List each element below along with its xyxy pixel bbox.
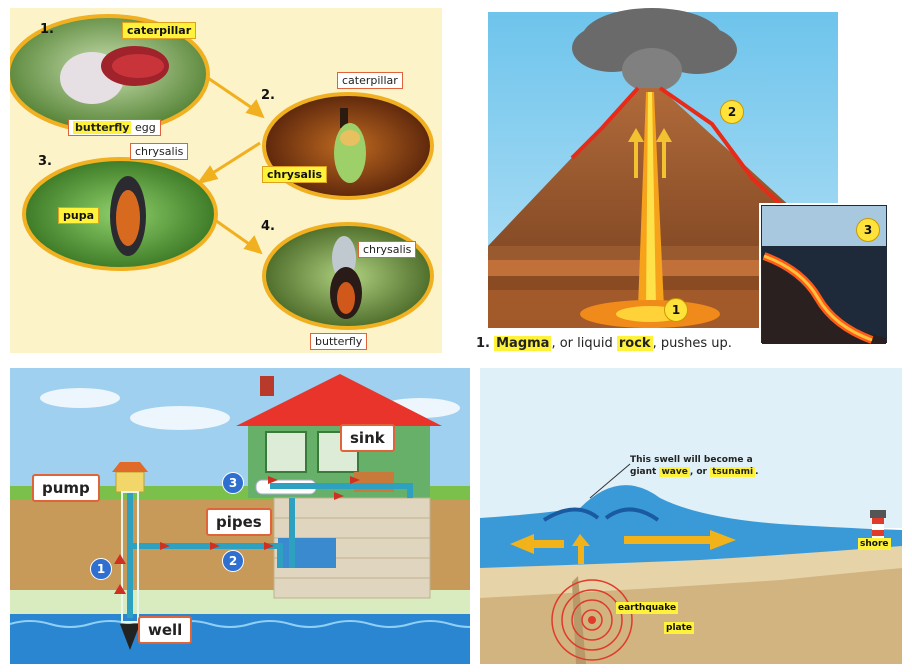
volcano-cone bbox=[488, 88, 838, 298]
tsunami-caption-pre: giant bbox=[630, 467, 660, 477]
label-egg-word: egg bbox=[134, 121, 156, 134]
volcano-marker-3: 3 bbox=[856, 218, 880, 242]
tsunami-caption: This swell will become a giant wave, or … bbox=[630, 454, 759, 478]
step-number-4: 4. bbox=[261, 219, 275, 234]
label-pipes: pipes bbox=[206, 508, 272, 536]
caption-mid: , or liquid bbox=[551, 336, 617, 351]
tsunami-caption-mid: , or bbox=[689, 467, 711, 477]
caption-magma: Magma bbox=[494, 336, 552, 351]
volcano-panel: 1 2 3 1. Magma, or liquid rock, pushes u… bbox=[462, 8, 902, 358]
caption-number: 1. bbox=[476, 336, 490, 351]
pump-housing bbox=[115, 471, 145, 493]
step-number-2: 2. bbox=[261, 88, 275, 103]
label-butterfly-egg: butterfly egg bbox=[68, 119, 161, 136]
tsunami-panel: This swell will become a giant wave, or … bbox=[480, 368, 902, 664]
label-caterpillar-2: caterpillar bbox=[337, 72, 403, 89]
label-chrysalis-3: chrysalis bbox=[130, 143, 189, 160]
house-roof bbox=[236, 374, 442, 426]
label-plate: plate bbox=[664, 622, 695, 634]
ash-cloud bbox=[572, 8, 737, 92]
step-number-1: 1. bbox=[40, 22, 54, 37]
tsunami-wave-word: wave bbox=[659, 467, 690, 477]
label-butterfly-4: butterfly bbox=[310, 333, 368, 350]
label-shore: shore bbox=[858, 538, 891, 550]
butterfly-life-cycle-panel: 1. 2. 3. 4. caterpillar butterfly egg ca… bbox=[10, 8, 442, 353]
well-marker-2: 2 bbox=[222, 550, 244, 572]
caption-end: , pushes up. bbox=[652, 336, 732, 351]
label-pupa: pupa bbox=[58, 207, 100, 224]
well-water-panel: pump sink pipes well 1 2 3 bbox=[10, 368, 470, 664]
label-caterpillar-1: caterpillar bbox=[122, 22, 197, 39]
label-butterfly-word: butterfly bbox=[73, 121, 132, 134]
tsunami-caption-line2: giant wave, or tsunami. bbox=[630, 466, 759, 478]
volcano-illustration bbox=[488, 8, 889, 345]
tsunami-caption-end: . bbox=[755, 467, 759, 477]
tsunami-caption-line1: This swell will become a bbox=[630, 455, 753, 465]
step-number-3: 3. bbox=[38, 154, 52, 169]
tsunami-illustration bbox=[480, 368, 902, 664]
life-cycle-illustration bbox=[10, 14, 434, 330]
volcano-caption: 1. Magma, or liquid rock, pushes up. bbox=[476, 336, 732, 351]
label-pump: pump bbox=[32, 474, 100, 502]
tsunami-word: tsunami bbox=[710, 467, 756, 477]
volcano-marker-2: 2 bbox=[720, 100, 744, 124]
label-well: well bbox=[138, 616, 193, 644]
label-earthquake: earthquake bbox=[616, 602, 679, 614]
label-chrysalis-2: chrysalis bbox=[262, 166, 328, 183]
label-chrysalis-4: chrysalis bbox=[358, 241, 417, 258]
well-marker-3: 3 bbox=[222, 472, 244, 494]
volcano-marker-1: 1 bbox=[664, 298, 688, 322]
label-sink: sink bbox=[340, 424, 395, 452]
caption-rock: rock bbox=[616, 336, 653, 351]
well-marker-1: 1 bbox=[90, 558, 112, 580]
